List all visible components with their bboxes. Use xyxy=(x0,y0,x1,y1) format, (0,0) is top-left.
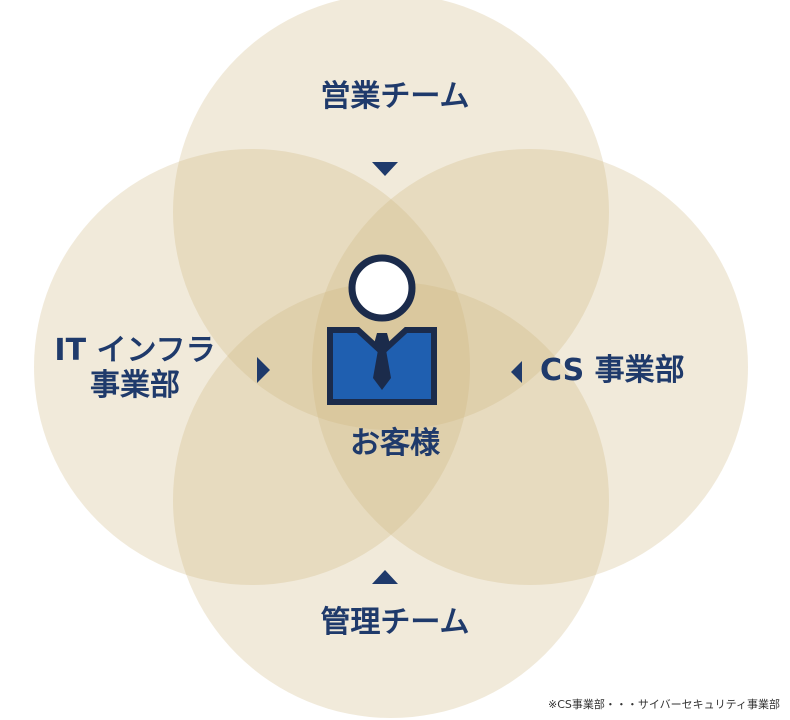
circle-cs-dept xyxy=(312,149,748,585)
it-infra-label-line2: 事業部 xyxy=(90,367,180,403)
it-infra-label-line1: IT インフラ xyxy=(54,333,216,368)
footnote: ※CS事業部・・・サイバーセキュリティ事業部 xyxy=(548,698,780,711)
it-infra-label: IT インフラ 事業部 xyxy=(30,333,240,403)
customer-label: お客様 xyxy=(350,426,440,461)
arrow-up-icon xyxy=(372,570,398,584)
person-head xyxy=(348,254,416,322)
circle-it-infra xyxy=(34,149,470,585)
sales-team-label: 営業チーム xyxy=(320,79,470,114)
circle-admin-team xyxy=(173,282,609,718)
customer-person-icon xyxy=(327,254,437,405)
circle-sales-team xyxy=(173,0,609,430)
admin-team-label: 管理チーム xyxy=(320,605,470,640)
arrow-left-icon xyxy=(511,361,522,383)
person-tie xyxy=(373,333,391,390)
cs-dept-label: CS 事業部 xyxy=(540,353,685,388)
arrow-right-icon xyxy=(257,357,270,383)
venn-circles xyxy=(34,0,748,718)
arrow-down-icon xyxy=(372,162,398,176)
